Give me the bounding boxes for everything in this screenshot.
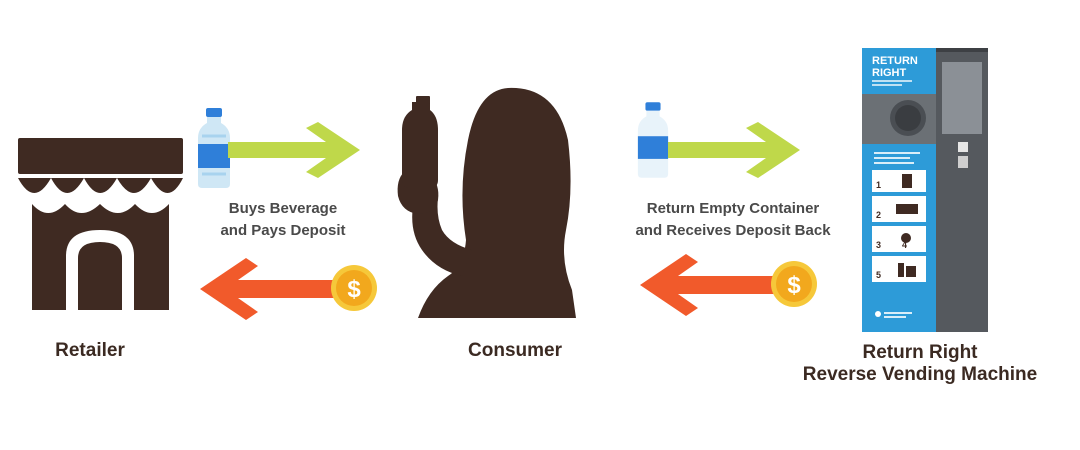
consumer-label: Consumer (468, 340, 562, 361)
water-bottle-icon (198, 108, 230, 188)
coin-icon: $ (771, 261, 817, 307)
coin-symbol: $ (347, 276, 361, 303)
retailer-label: Retailer (55, 340, 125, 361)
machine-brand-line2: RIGHT (872, 67, 907, 79)
consumer-silhouette-icon (397, 87, 576, 318)
machine-label: Return Right Reverse Vending Machine (770, 342, 1070, 386)
return-caption: Return Empty Container and Receives Depo… (608, 198, 858, 242)
machine-brand-line1: RETURN (872, 55, 918, 67)
reverse-vending-machine-icon: RETURN RIGHT 1 2 3 4 5 (862, 48, 988, 332)
return-arrow (668, 122, 800, 178)
machine-step-4: 4 (902, 240, 907, 250)
purchase-caption: Buys Beverage and Pays Deposit (198, 198, 368, 242)
machine-step-5: 5 (876, 270, 881, 280)
purchase-caption-line2: and Pays Deposit (220, 222, 346, 239)
machine-step-3: 3 (876, 240, 881, 250)
water-bottle-icon (637, 102, 669, 178)
machine-label-line1: Return Right (862, 342, 978, 363)
purchase-caption-line1: Buys Beverage (228, 200, 338, 217)
machine-label-line2: Reverse Vending Machine (802, 364, 1038, 385)
store-icon (18, 138, 183, 310)
coin-icon: $ (331, 265, 377, 311)
deposit-arrow-to-retailer (200, 258, 360, 320)
machine-step-2: 2 (876, 210, 881, 220)
purchase-arrow (228, 122, 360, 178)
return-caption-line1: Return Empty Container (646, 200, 820, 217)
machine-step-1: 1 (876, 180, 881, 190)
coin-symbol: $ (787, 272, 801, 299)
return-caption-line2: and Receives Deposit Back (635, 222, 831, 239)
deposit-arrow-to-consumer (640, 254, 800, 316)
